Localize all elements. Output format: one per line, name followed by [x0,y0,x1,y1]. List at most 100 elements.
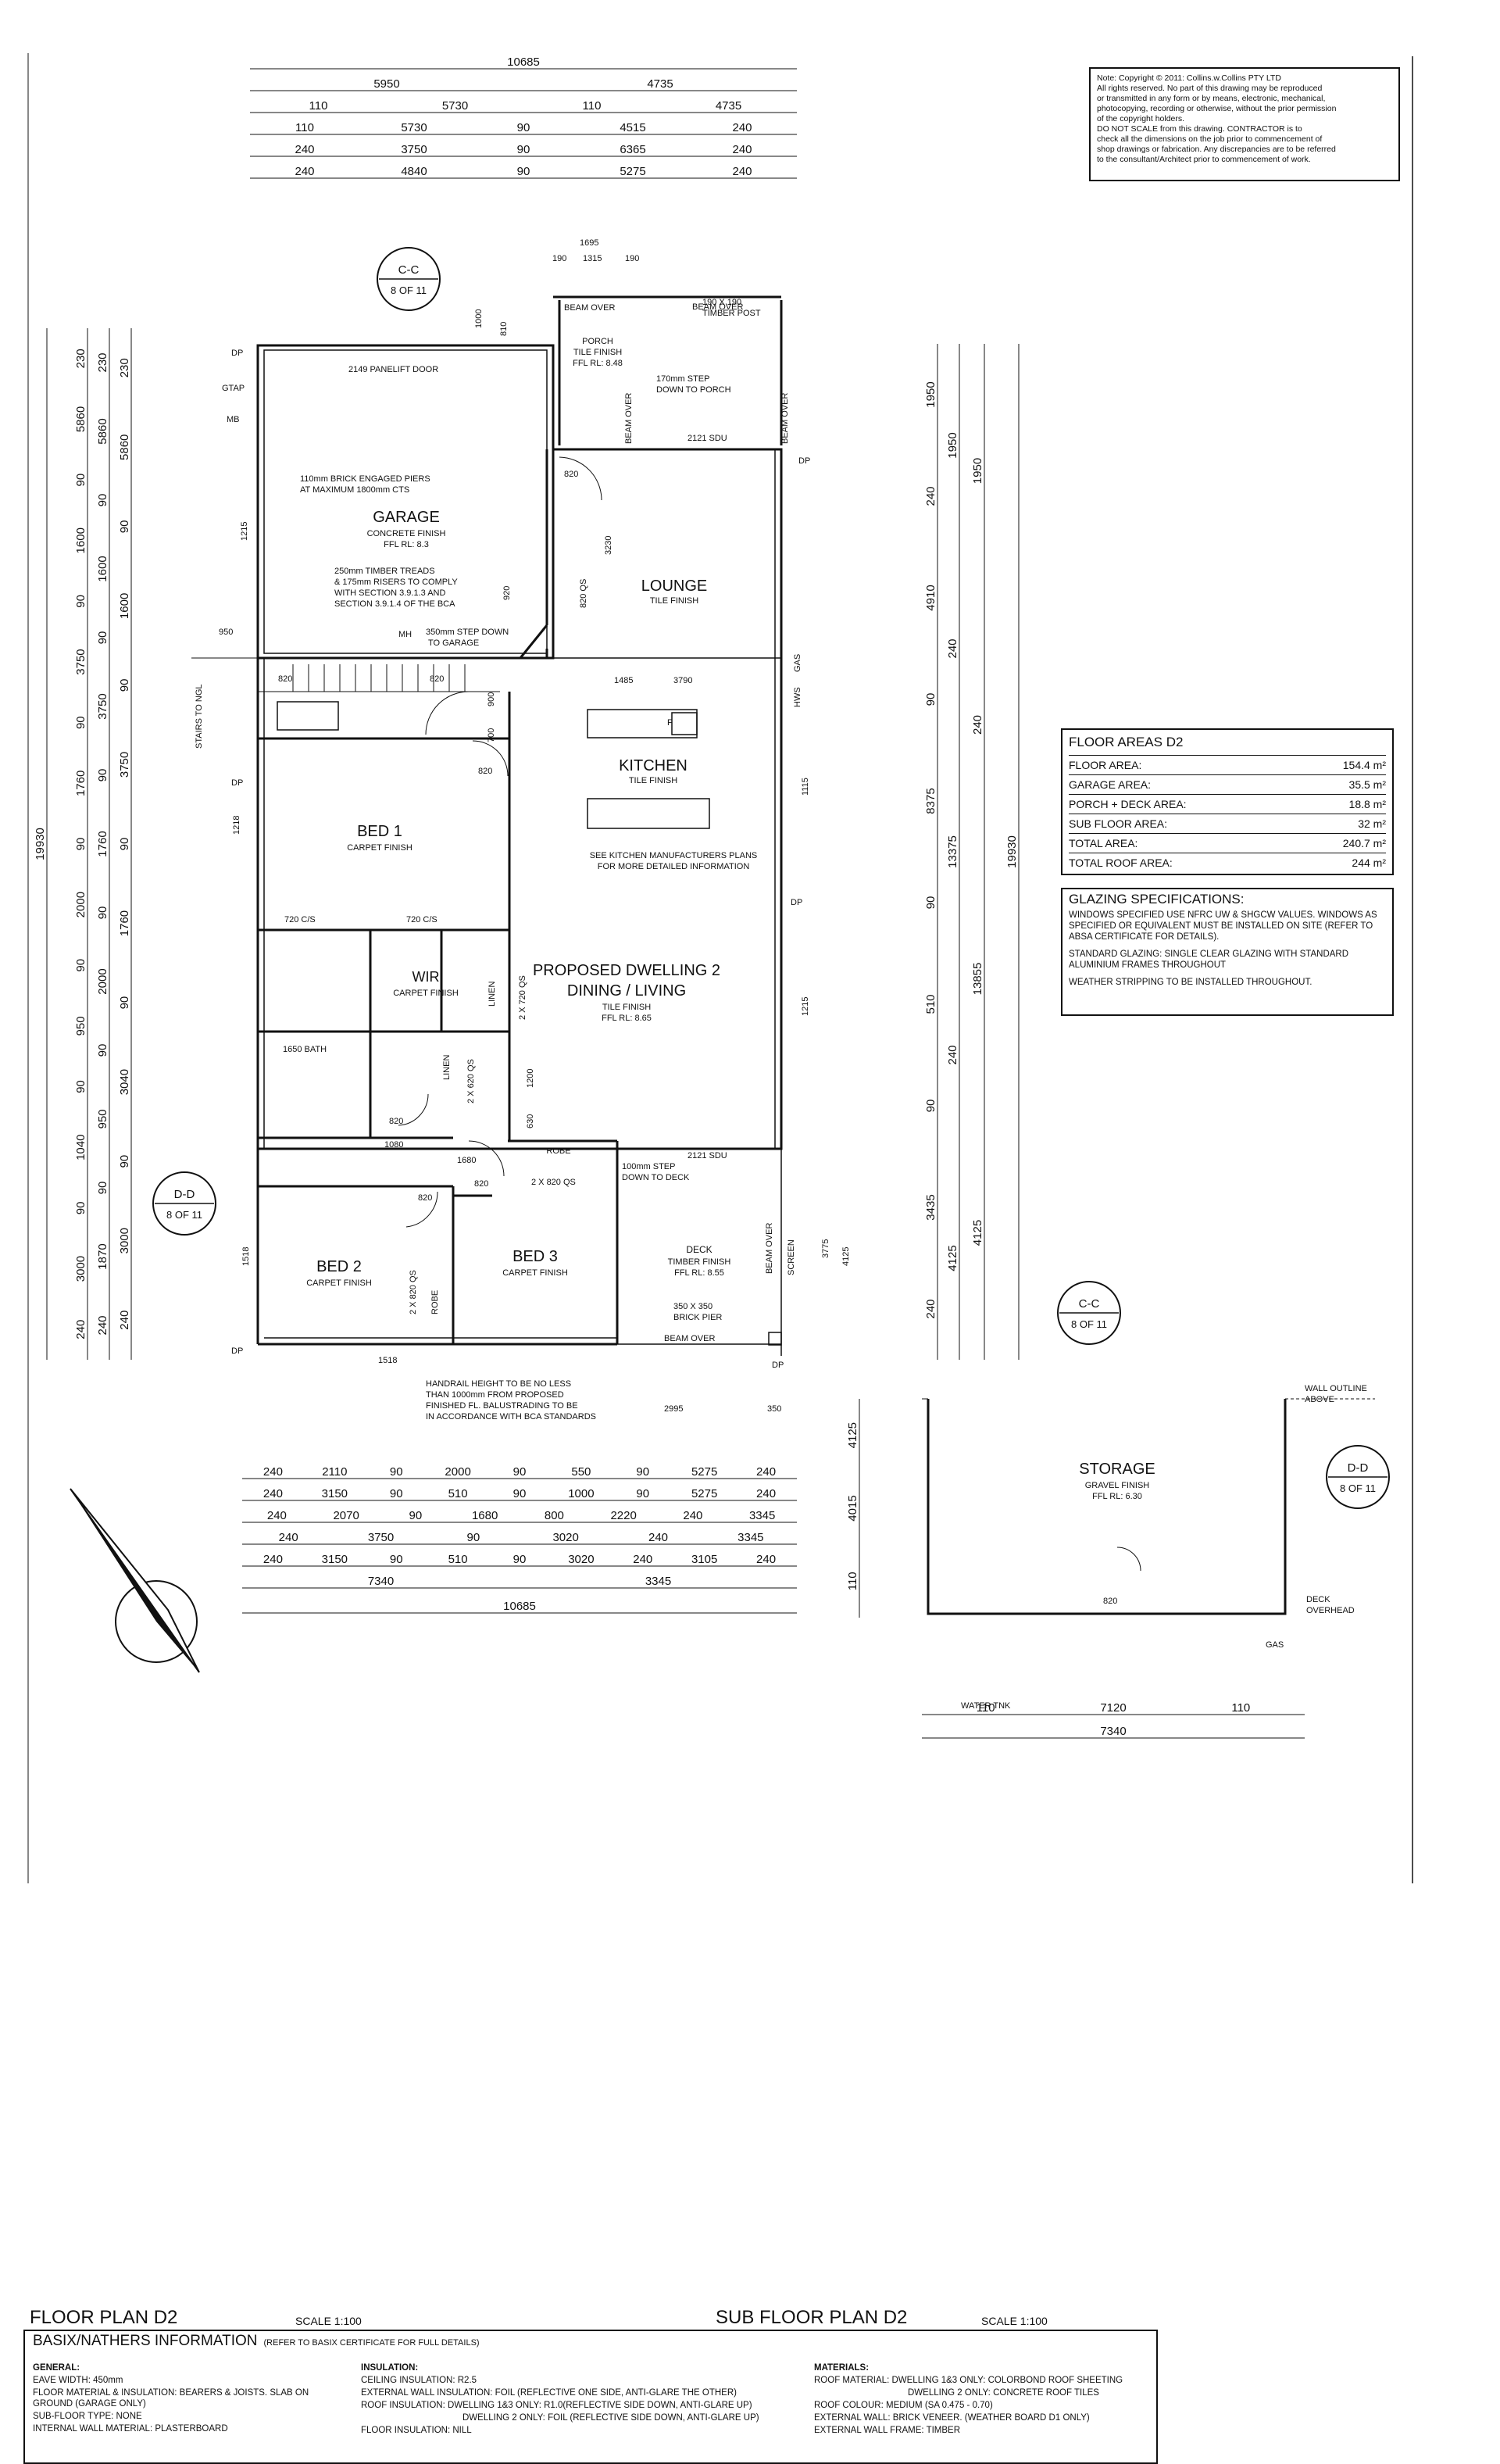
dim-right-col-1-value: 240 [946,638,959,658]
dim-left-col-1-value: 5860 [74,406,88,432]
dim-right-col-0-value: 90 [924,1100,938,1113]
svg-text:1115: 1115 [801,778,810,796]
door-820-garage-2: 820 [430,674,444,684]
section-marker-cc-right [1057,1281,1121,1345]
dp-label-4: DP [798,456,810,466]
glazing-para-2: STANDARD GLAZING: SINGLE CLEAR GLAZING W… [1069,949,1349,970]
dim-left-col-1-value: 1040 [74,1135,88,1160]
dim-bottom-row-1-value: 1000 [568,1487,594,1500]
dim-left-col-1-value: 1600 [74,527,88,553]
dim-bottom-row-1-value: 90 [390,1487,403,1500]
window-1518-bottom: 1518 [378,1356,397,1365]
dim-sub-bottom-1-value: 110 [1231,1701,1250,1715]
svg-text:1518: 1518 [241,1247,251,1266]
floor-area-row: TOTAL ROOF AREA:244 m² [1069,853,1386,872]
floor-area-label: PORCH + DECK AREA: [1069,798,1187,810]
svg-text:D-D: D-D [1348,1461,1369,1475]
dim-sub-bottom-2-value: 7340 [1100,1725,1126,1738]
dim-left-col-3-value: 5860 [118,435,131,460]
dim-bottom-row-2-value: 3345 [749,1509,775,1522]
dim-top-row-2-value: 4735 [716,99,741,113]
dim-bottom-row-3-value: 3345 [738,1531,763,1544]
glazing-para-3: WEATHER STRIPPING TO BE INSTALLED THROUG… [1069,978,1312,987]
dim-left-col-2-value: 1870 [96,1243,109,1269]
storage-rl: FFL RL: 6.30 [1092,1492,1142,1501]
dim-left-col-2-value: 5860 [96,418,109,444]
deck-rl: FFL RL: 8.55 [674,1268,724,1278]
kitchen-finish: TILE FINISH [629,776,677,785]
dim-1485: 1485 [614,676,633,685]
kitchen-note-1: SEE KITCHEN MANUFACTURERS PLANS [590,851,758,860]
dp-label-6: DP [772,1361,784,1370]
dp-label-1: DP [231,349,243,358]
dim-left-col-1-value: 3000 [74,1256,88,1282]
svg-text:1200: 1200 [526,1069,535,1088]
dim-bottom-row-3-value: 240 [279,1531,298,1544]
kitchen-note-2: FOR MORE DETAILED INFORMATION [598,862,750,871]
dim-left-col-2-value: 1760 [96,831,109,856]
svg-text:1000: 1000 [474,309,484,328]
dim-190-a: 190 [552,254,566,263]
floor-area-value: 32 m² [1358,817,1386,830]
dim-bottom-row-6-value: 10685 [503,1600,536,1613]
dim-right-col-0-value: 90 [924,693,938,706]
svg-text:2 X 720 QS: 2 X 720 QS [518,975,527,1020]
dim-right-col-1-value: 240 [946,1045,959,1064]
dim-bottom-row-3-value: 240 [648,1531,668,1544]
svg-text:GAS: GAS [793,654,802,672]
dim-950: 950 [219,628,233,637]
gtap-label: GTAP [222,384,245,393]
wall-outline-1: WALL OUTLINE [1305,1384,1367,1393]
dim-bottom-row-0-value: 5275 [691,1465,717,1479]
dim-sub-left-value: 4125 [846,1422,859,1448]
dim-left-col-2-value: 90 [96,907,109,920]
garage-finish: CONCRETE FINISH [367,529,446,538]
dim-left-col-3-value: 90 [118,996,131,1010]
dim-bottom-row-4-value: 240 [633,1553,652,1566]
floor-area-row: GARAGE AREA:35.5 m² [1069,774,1386,794]
floor-area-row: SUB FLOOR AREA:32 m² [1069,814,1386,833]
dim-right-col-0-value: 3435 [924,1194,938,1220]
dim-3790: 3790 [673,676,692,685]
dim-right-col-0-value: 240 [924,1299,938,1318]
floor-area-label: TOTAL ROOF AREA: [1069,856,1173,869]
bath-label: 1650 BATH [283,1045,327,1054]
pier-note-1: 350 X 350 [673,1302,712,1311]
dim-sub-bottom-1-value: 7120 [1100,1701,1126,1715]
dim-bottom-row-3-value: 3750 [368,1531,394,1544]
dim-left-col-2-value: 90 [96,494,109,507]
svg-text:820 QS: 820 QS [579,579,588,608]
dim-bottom-row-4-value: 3020 [568,1553,594,1566]
dim-right-col-0-value: 240 [924,486,938,506]
treads-note-3: WITH SECTION 3.9.1.3 AND [334,588,445,598]
floor-area-row: PORCH + DECK AREA:18.8 m² [1069,794,1386,814]
treads-note-1: 250mm TIMBER TREADS [334,567,435,576]
dim-top-row-3-value: 240 [732,121,752,134]
kitchen-benches [277,701,710,829]
dim-left-col-1-value: 90 [74,1080,88,1093]
dim-1080: 1080 [384,1140,403,1150]
svg-text:ROBE: ROBE [430,1290,440,1314]
dining-label-1: PROPOSED DWELLING 2 [533,962,720,979]
dim-top-row-4-value: 6365 [620,143,645,156]
step-note-2: TO GARAGE [428,638,479,648]
wir-label: WIR [412,969,440,985]
svg-text:3775: 3775 [821,1239,830,1258]
floor-area-label: GARAGE AREA: [1069,778,1152,791]
dim-bottom-row-1-value: 240 [756,1487,776,1500]
handrail-note-3: FINISHED FL. BALUSTRADING TO BE [426,1401,578,1411]
piers-note-2: AT MAXIMUM 1800mm CTS [300,485,409,495]
dim-bottom-row-1-value: 3150 [322,1487,348,1500]
svg-text:SCREEN: SCREEN [787,1239,796,1275]
dim-left-col-2-value: 90 [96,1182,109,1195]
svg-text:630: 630 [526,1114,535,1128]
porch-step-1: 170mm STEP [656,374,709,384]
dim-bottom-row-2-value: 2070 [333,1509,359,1522]
dim-left-col-3-value: 3750 [118,752,131,778]
glazing-title: GLAZING SPECIFICATIONS: [1069,892,1245,907]
bed3-label: BED 3 [512,1248,558,1265]
panelift-note: 2149 PANELIFT DOOR [348,365,438,374]
sub-floor-plan-title: SUB FLOOR PLAN D2 [716,2307,908,2328]
copyright-note: Note: Copyright © 2011: Collins.w.Collin… [1089,67,1400,181]
